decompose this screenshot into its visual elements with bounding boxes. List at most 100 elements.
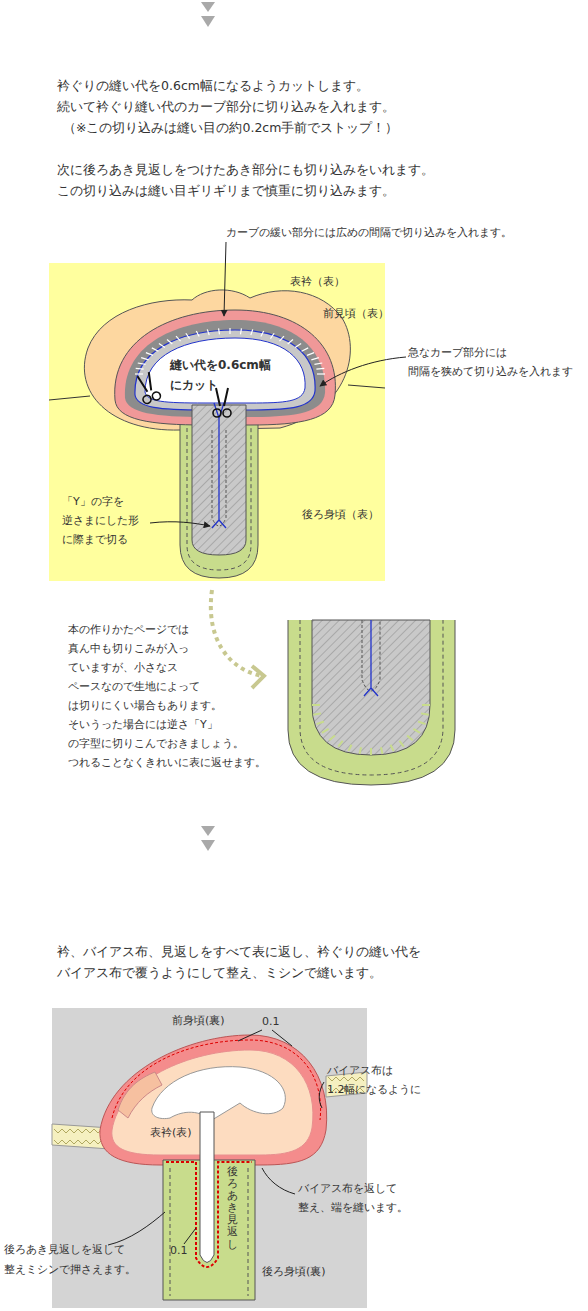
clip-notch: [251, 329, 253, 335]
zoom-arrow: [211, 590, 262, 676]
part-label: 整えミシンで押さえます。: [4, 1263, 136, 1277]
clip-notch: [370, 748, 372, 755]
note-text: は切りにくい場合もあります。: [68, 699, 222, 713]
clip-notch: [141, 358, 148, 360]
part-label: 後ろ身頃(裏): [262, 1265, 326, 1279]
clip-notch: [422, 704, 430, 706]
zoom-outline: [288, 620, 455, 785]
clip-notch: [391, 745, 394, 751]
part-label: 間隔を狭めて切り込みを入れます: [408, 365, 573, 379]
clip-notch: [261, 331, 264, 337]
leader-line: [150, 522, 210, 526]
clip-notch: [295, 343, 301, 347]
instruction-text: バイアス布で覆うようにして整え、ミシンで縫います。: [57, 965, 382, 981]
clip-notch: [329, 735, 335, 740]
leader-line: [224, 242, 226, 316]
neck-opening: [152, 1067, 286, 1120]
part-label: に際まで切る: [62, 533, 128, 547]
note-text: の字型に切りこんでおきましょう。: [68, 737, 244, 751]
part-label: 0.1: [262, 1015, 280, 1029]
clip-notch: [413, 729, 420, 733]
part-label: 整え、端を縫います。: [298, 1201, 408, 1215]
leader-line: [108, 1212, 165, 1245]
clip-notch: [322, 729, 329, 733]
part-label: 後ろ身頃（表）: [302, 508, 379, 522]
facing-allowance: [312, 620, 430, 755]
clip-notch: [314, 363, 322, 364]
clip-notch: [196, 331, 199, 337]
part-label: 後ろあき見返し: [227, 1166, 238, 1251]
clip-notch: [146, 353, 153, 356]
part-label: 表衿(表): [150, 1126, 192, 1140]
note-text: つれることなくきれいに表に返せます。: [68, 756, 266, 770]
clip-notch: [313, 713, 321, 714]
back-opening: [200, 1112, 214, 1263]
clip-notch: [311, 358, 318, 360]
clip-notch: [381, 747, 383, 754]
clip-notch: [302, 348, 309, 351]
instruction-text: この切り込みは縫い目ギリギリまで慎重に切り込みます。: [57, 183, 395, 199]
clip-notch: [186, 333, 190, 338]
clip-notch: [399, 741, 403, 747]
clip-notch: [176, 336, 181, 341]
instruction-text: 衿ぐりの縫い代を0.6cm幅になるようカットします。: [57, 78, 369, 94]
clip-notch: [288, 340, 293, 344]
clip-notch: [407, 735, 413, 740]
clip-notch: [312, 705, 430, 755]
zoom-facing: [288, 620, 455, 785]
clip-notch: [312, 704, 320, 706]
clip-notch: [421, 713, 429, 714]
note-text: 真ん中も切りこみが入っ: [68, 642, 189, 656]
part-label: 逆さまにした形: [62, 514, 139, 528]
clip-notch: [138, 363, 146, 364]
scissors-symbol: [135, 371, 231, 417]
clip-notch: [316, 721, 323, 724]
topstitch: [112, 1040, 321, 1120]
part-label: 後ろあき見返しを返して: [4, 1243, 125, 1257]
part-label: にカット: [170, 378, 218, 393]
part-label: 前身頃(裏): [172, 1014, 225, 1028]
scissors-symbol: [213, 388, 231, 417]
part-label: 縫い代を0.6cm幅: [170, 358, 271, 373]
neck-opening: [145, 338, 305, 403]
leader-line: [262, 1168, 295, 1194]
stitch-line: [300, 620, 443, 775]
instruction-text: 次に後ろあき見返しをつけたあき部分にも切り込みをいれます。: [57, 162, 434, 178]
part-label: 急なカーブ部分には: [408, 346, 507, 360]
note-text: ていますが、小さなス: [68, 661, 178, 675]
scissors-symbol: [135, 371, 162, 404]
clip-notch: [240, 328, 242, 334]
clip-notch: [135, 328, 325, 374]
part-label: バイアス布を返して: [298, 1182, 397, 1196]
part-label: 「Y」の字を: [62, 495, 124, 509]
leader-line: [184, 1228, 196, 1244]
clip-notch: [136, 368, 144, 370]
note-text: ペースなので生地によって: [68, 680, 200, 694]
clip-notch: [317, 373, 325, 374]
part-label: バイアス布は: [327, 1064, 393, 1078]
clip-notch: [218, 328, 220, 334]
instruction-text: 続いて衿ぐり縫い代のカーブ部分に切り込みを入れます。: [57, 99, 395, 115]
clip-notch: [270, 333, 274, 338]
zoom-arrow: [252, 666, 264, 688]
clip-notch: [135, 373, 143, 374]
clip-notch: [167, 340, 172, 344]
leader-line: [238, 1030, 292, 1046]
part-label: 前見頃（表）: [323, 307, 389, 321]
clip-notch: [348, 745, 351, 751]
part-label: 1.2幅になるように: [327, 1083, 422, 1097]
note-text: 本の作りかたページでは: [68, 623, 189, 637]
note-text: そいうった場合には逆さ「Y」: [68, 718, 218, 732]
cut-line: [212, 403, 226, 528]
clip-notch: [152, 348, 159, 351]
clip-notch: [338, 741, 342, 747]
collar: [84, 290, 350, 430]
topstitch: [166, 1162, 252, 1267]
part-label: 0.1: [170, 1244, 188, 1258]
clip-notch: [159, 343, 165, 347]
leader-line: [319, 1082, 324, 1108]
clip-notch: [229, 328, 230, 334]
part-label: 表衿（表）: [290, 275, 345, 289]
clip-notch: [418, 721, 425, 724]
seam-line: [135, 330, 315, 410]
